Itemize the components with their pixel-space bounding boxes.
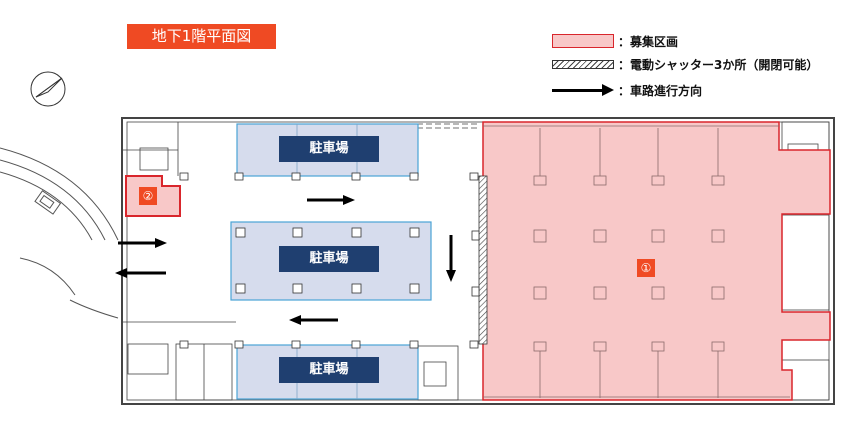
- direction-arrow-icon: [115, 195, 456, 325]
- shutter-swatch-icon: [552, 59, 614, 69]
- north-compass-icon: [30, 71, 66, 107]
- column-grid: [483, 125, 790, 398]
- page-title: 地下1階平面図: [127, 24, 276, 49]
- parking-label-top: 駐車場: [279, 136, 379, 162]
- legend-recruit-row: ：募集区画: [552, 33, 678, 49]
- legend-recruit-label: ：募集区画: [618, 34, 679, 49]
- legend-direction-label: ：車路進行方向: [618, 83, 703, 98]
- shutter-hatch-icon: [478, 175, 488, 345]
- area-2-badge: ②: [139, 187, 157, 205]
- arrow-swatch-icon: [552, 83, 614, 97]
- recruit-area-1: [482, 121, 831, 401]
- parking-label-middle: 駐車場: [279, 246, 379, 272]
- legend-shutter-row: ：電動シャッター3か所（開閉可能）: [552, 56, 818, 72]
- area-1-badge: ①: [637, 259, 655, 277]
- recruit-swatch-icon: [552, 34, 614, 48]
- parking-columns: [179, 172, 480, 349]
- entrance-ramp: [0, 147, 119, 319]
- legend-direction-row: ：車路進行方向: [552, 82, 702, 98]
- legend-shutter-label: ：電動シャッター3か所（開閉可能）: [618, 57, 819, 72]
- parking-label-bottom: 駐車場: [279, 357, 379, 383]
